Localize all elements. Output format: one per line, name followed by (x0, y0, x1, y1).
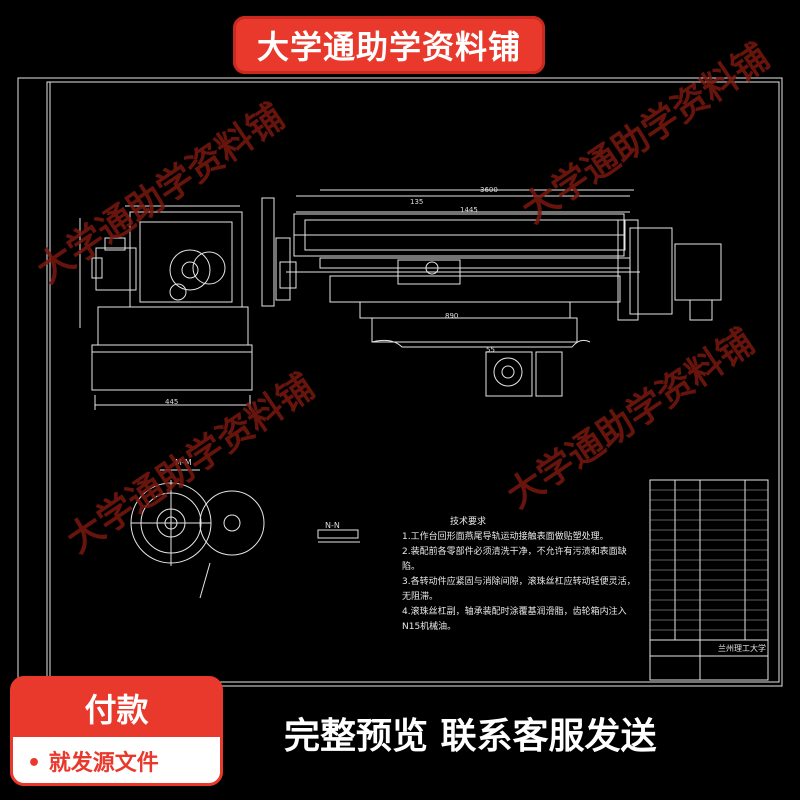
university-label: 兰州理工大学 (718, 644, 766, 653)
tech-line: 3.各转动件应紧固与消除间隙，滚珠丝杠应转动轻便灵活，无阻滞。 (402, 577, 636, 602)
shop-banner: 大学通助学资料铺 (233, 16, 545, 74)
tech-requirements-title: 技术要求 (450, 517, 487, 527)
pay-box[interactable]: 付款 • 就发源文件 (10, 676, 223, 786)
tech-line: 4.滚珠丝杠副，轴承装配时涂覆基润滑脂，齿轮箱内注入N15机械油。 (402, 607, 627, 632)
tech-requirements: 1.工作台回形面燕尾导轨运动接触表面做贴塑处理。 2.装配前各零部件必须清洗干净… (402, 530, 642, 635)
section-mm-label: M-M (175, 458, 192, 467)
section-nn-label: N-N (325, 521, 340, 530)
front-view (261, 189, 722, 397)
section-mm-view (130, 469, 265, 599)
tech-line: 1.工作台回形面燕尾导轨运动接触表面做贴塑处理。 (402, 532, 609, 542)
dim-label: 890 (445, 312, 459, 320)
pay-title: 付款 (13, 679, 220, 737)
dim-label: 135 (410, 198, 424, 206)
pay-subtitle: • 就发源文件 (27, 751, 159, 776)
dim-label: 55 (486, 346, 495, 354)
dim-label: 445 (165, 398, 179, 406)
parts-list-rows (650, 489, 768, 631)
side-view (79, 205, 253, 410)
tech-line: 2.装配前各零部件必须清洗干净，不允许有污渍和表面缺陷。 (402, 547, 627, 572)
dim-label: 1445 (460, 206, 478, 214)
dim-label: 3600 (480, 186, 498, 194)
section-nn-view (317, 529, 360, 543)
contact-text: 完整预览 联系客服发送 (284, 716, 657, 757)
